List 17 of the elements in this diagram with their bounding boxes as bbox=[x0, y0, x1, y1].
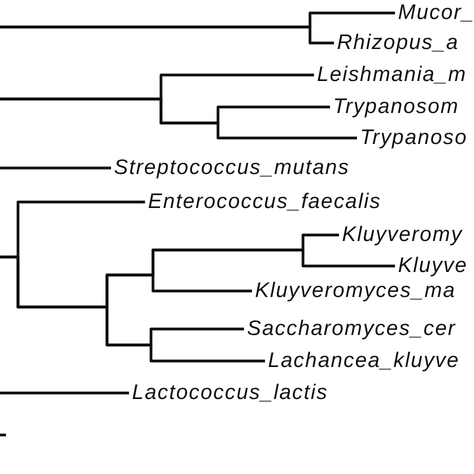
taxon-label: Lachancea_kluyve bbox=[268, 349, 460, 373]
taxon-label: Streptococcus_mutans bbox=[114, 156, 350, 180]
taxon-label: Kluyveromyces_ma bbox=[255, 279, 456, 303]
taxon-label: Kluyveromy bbox=[342, 223, 463, 247]
taxon-label: Leishmania_m bbox=[317, 63, 467, 87]
tree-branch bbox=[0, 98, 357, 140]
tree-branch bbox=[0, 166, 111, 170]
taxon-label: Kluyve bbox=[398, 254, 468, 278]
tree-branch bbox=[0, 26, 334, 44]
taxon-label: Rhizopus_a bbox=[337, 31, 459, 55]
taxon-label: Mucor_ bbox=[398, 1, 474, 25]
tree-branch bbox=[0, 392, 129, 394]
taxon-label: Trypanoso bbox=[360, 126, 468, 150]
taxon-label: Trypanosom bbox=[333, 95, 460, 119]
taxon-label: Lactococcus_lactis bbox=[132, 381, 328, 405]
taxon-label: Saccharomyces_cer bbox=[247, 317, 456, 341]
taxon-label: Enterococcus_faecalis bbox=[148, 190, 382, 214]
